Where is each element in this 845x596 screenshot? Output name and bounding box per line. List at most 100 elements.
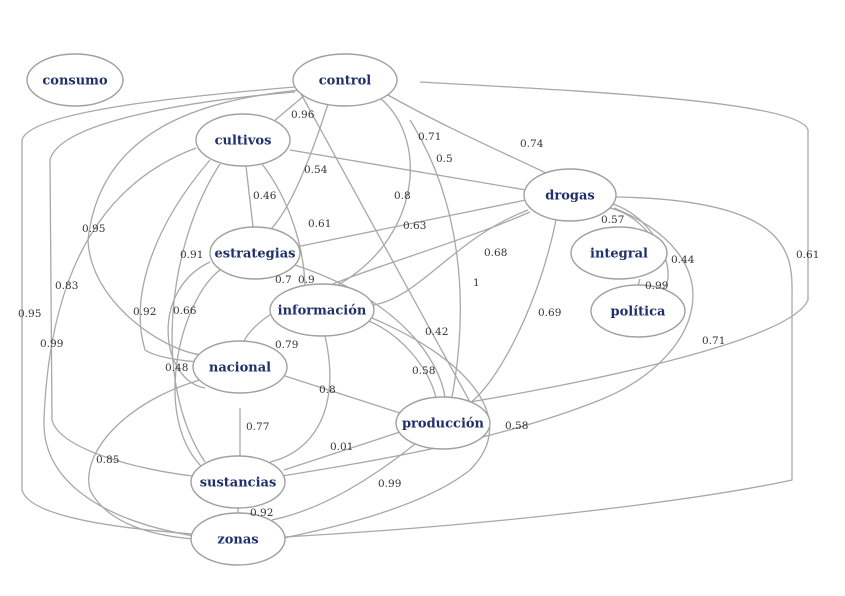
node-label: política [611,305,666,320]
edge-weight-label: 0.42 [425,326,448,338]
edge-weight-label: 0.7 [275,274,292,286]
node-ellipse [570,226,668,280]
edge-weight-label: 0.95 [18,308,41,320]
node-drogas[interactable]: drogas [523,168,617,222]
edge-weights-layer: 0.960.740.540.80.710.950.830.950.50.460.… [18,109,819,519]
edge-weight-label: 0.8 [319,384,336,396]
edge-control-sustancias [49,91,296,477]
edge-drogas-zonas [283,196,793,538]
edge-integral-politica [637,278,641,286]
edge-drogas-informacion [367,209,529,307]
edge-estrategias-produccion [294,264,446,399]
edge-estrategias-sustancias [174,269,221,471]
node-label: consumo [42,74,108,89]
edge-control-drogas [387,94,549,175]
edges-layer [21,81,809,540]
edge-weight-label: 0.5 [436,153,453,165]
edge-weight-label: 0.91 [180,249,203,261]
edge-drogas-produccion [469,219,557,404]
edge-weight-label: 0.46 [253,190,277,202]
edge-weight-label: 0.92 [133,306,156,318]
edge-produccion-sustancias [283,431,401,471]
edge-cultivos-estrategias [245,165,254,228]
edge-cultivos-drogas [289,149,527,191]
node-ellipse [195,113,291,167]
node-sustancias[interactable]: sustancias [190,455,286,509]
edge-cultivos-zonas [43,147,197,537]
edge-weight-label: 0.9 [298,274,315,286]
edge-weight-label: 0.83 [55,280,78,292]
edge-control-produccion [299,91,471,403]
edge-control-cultivos [273,94,306,122]
edge-weight-label: 0.95 [82,223,105,235]
node-ellipse [523,168,617,222]
nodes-layer: consumo control cultivos drogas estrategias i… [26,53,686,566]
node-consumo[interactable]: consumo [26,53,124,107]
node-label: sustancias [200,476,277,491]
node-ellipse [209,226,301,280]
node-cultivos[interactable]: cultivos [195,113,291,167]
edge-cultivos-nacional [139,159,211,363]
node-ellipse [26,53,124,107]
edge-control-estrategias [269,103,329,231]
edge-weight-label: 0.58 [412,365,435,377]
edge-produccion-zonas [271,443,416,521]
edge-weight-label: 0.66 [173,305,197,317]
edge-weight-label: 0.68 [484,247,507,259]
edge-weight-label: 0.69 [538,307,561,319]
node-nacional[interactable]: nacional [192,340,288,394]
node-control[interactable]: control [292,53,398,107]
edge-weight-label: 0.54 [304,164,328,176]
edge-weight-label: 0.61 [796,249,819,261]
edge-nacional-produccion [284,375,401,414]
node-label: cultivos [215,134,272,149]
edge-weight-label: 0.99 [40,338,63,350]
node-politica[interactable]: política [590,284,686,338]
edge-weight-label: 0.71 [702,335,725,347]
node-ellipse [190,455,286,509]
edge-control-zonas [21,86,296,535]
edge-weight-label: 0.61 [308,218,331,230]
node-ellipse [395,396,491,450]
node-label: nacional [209,361,271,376]
edge-informacion-zonas [283,317,491,539]
edge-weight-label: 0.99 [645,280,668,292]
node-produccion[interactable]: producción [395,396,491,450]
edge-drogas-nacional [243,211,531,342]
node-label: integral [590,247,648,262]
edge-control-nacional [87,89,301,356]
node-label: zonas [217,533,258,548]
node-zonas[interactable]: zonas [190,512,286,566]
node-informacion[interactable]: información [269,283,375,337]
edge-estrategias-nacional [167,261,211,389]
node-ellipse [190,512,286,566]
node-label: estrategias [215,247,296,262]
edge-weight-label: 0.85 [96,454,119,466]
node-ellipse [192,340,288,394]
edge-weight-label: 0.01 [330,441,353,453]
edge-cultivos-informacion [261,163,306,291]
edge-drogas-sustancias [281,207,694,477]
node-label: producción [402,417,485,432]
node-label: control [319,74,372,89]
edge-weight-label: 0.99 [378,478,401,490]
node-ellipse [269,283,375,337]
edge-produccion-control [409,119,461,398]
node-estrategias[interactable]: estrategias [209,226,301,280]
edge-weight-label: 0.71 [418,131,441,143]
edge-weight-label: 0.58 [505,420,528,432]
edge-weight-label: 0.74 [520,138,544,150]
edge-weight-label: 0.63 [403,220,426,232]
edge-weight-label: 1 [473,277,480,289]
node-ellipse [292,53,398,107]
edge-weight-label: 0.79 [275,339,298,351]
node-label: drogas [545,189,594,204]
edge-control-informacion [335,97,411,287]
edge-weight-label: 0.96 [291,109,315,121]
edge-informacion-produccion [359,317,437,399]
node-integral[interactable]: integral [570,226,668,280]
edge-weight-label: 0.57 [601,214,624,226]
edge-drogas-estrategias [295,199,527,248]
edge-nacional-zonas [88,379,201,540]
